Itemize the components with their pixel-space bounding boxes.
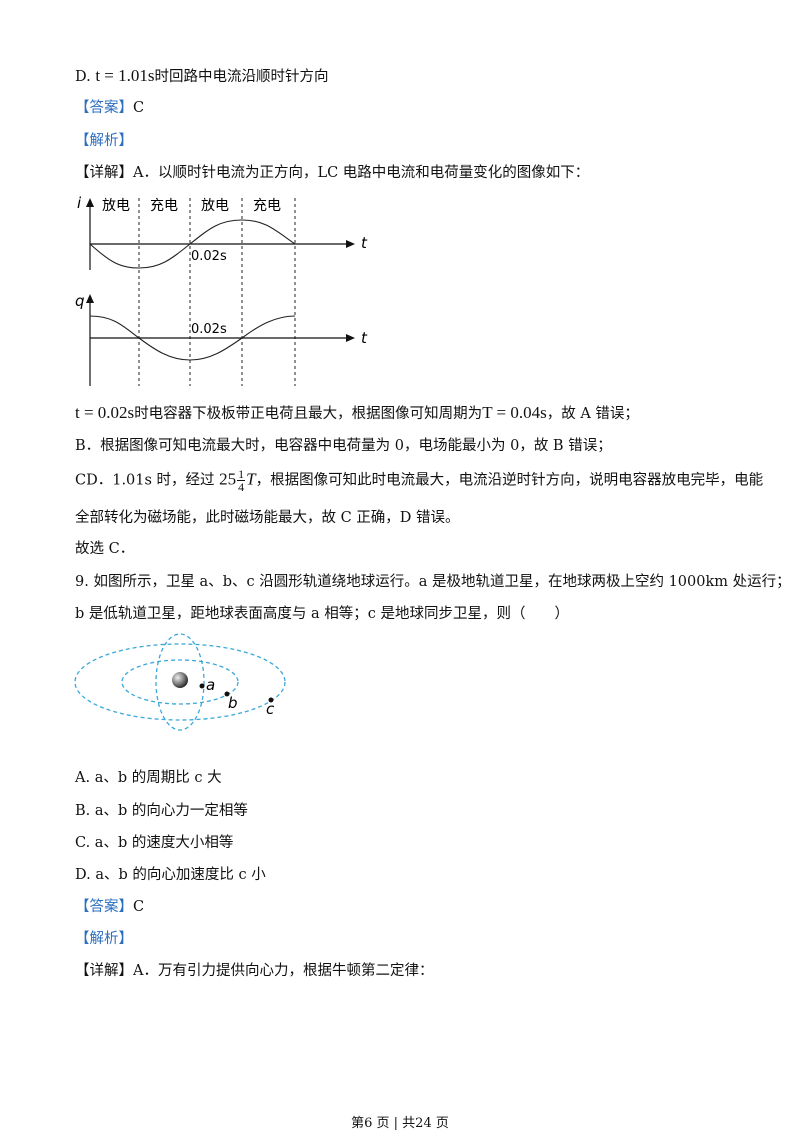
answer-line-1: 【答案】C <box>75 98 144 118</box>
orbit-a <box>155 633 205 731</box>
label-c: c <box>266 700 275 718</box>
lc-circuit-graph: 放电 充电 放电 充电 i t 0.02s q t 0.02s <box>75 194 368 386</box>
t-axis-q-arrow <box>346 334 355 342</box>
phase-label-charge-2: 充电 <box>253 198 281 214</box>
option-label: D. <box>75 69 91 85</box>
i-axis-label: i <box>77 194 82 212</box>
t002-line: t = 0.02s时电容器下极板带正电荷且最大，根据图像可知周期为T = 0.0… <box>75 403 639 424</box>
cd-line-2: 全部转化为磁场能，此时磁场能最大，故 C 正确，D 错误。 <box>75 510 460 526</box>
analysis-tag-2: 【解析】 <box>75 931 133 947</box>
option-text: 时回路中电流沿顺时针方向 <box>154 69 329 85</box>
i-axis-arrow <box>86 198 94 207</box>
answer-value: C <box>133 899 145 915</box>
question9-line2: b 是低轨道卫星，距地球表面高度与 a 相等；c 是地球同步卫星，则（ ） <box>75 606 569 622</box>
detail-tag: 【详解】 <box>75 963 133 979</box>
choose-line: 故选 C． <box>75 541 135 557</box>
phase-label-charge-1: 充电 <box>150 198 178 214</box>
option-d: D. a、b 的向心加速度比 c 小 <box>75 867 266 883</box>
answer-line-2: 【答案】C <box>75 897 144 917</box>
option-c: C. a、b 的速度大小相等 <box>75 835 234 851</box>
orbit-c <box>74 643 286 721</box>
page-footer: 第6 页 | 共24 页 <box>351 1116 449 1131</box>
current-curve <box>89 219 296 269</box>
numerator: 1 <box>237 467 246 481</box>
detail-text: A．万有引力提供向心力，根据牛顿第二定律： <box>133 963 434 979</box>
label-a: a <box>206 676 215 694</box>
period-symbol: T <box>246 469 256 489</box>
t-axis-i-arrow <box>346 240 355 248</box>
tick-label-q: 0.02s <box>191 322 227 337</box>
option-a: A. a、b 的周期比 c 大 <box>75 770 222 786</box>
text: ，根据图像可知此时电流最大，电流沿逆时针方向，说明电容器放电完毕，电能 <box>255 472 764 489</box>
detail-line-2: 【详解】A．万有引力提供向心力，根据牛顿第二定律： <box>75 961 433 981</box>
satellite-c <box>268 697 274 703</box>
q-axis-label: q <box>75 292 85 310</box>
label-b: b <box>228 694 238 712</box>
t-axis-i-label: t <box>361 234 368 252</box>
q-axis-arrow <box>86 294 94 303</box>
charge-curve <box>89 315 296 361</box>
phase-label-discharge-2: 放电 <box>201 198 229 214</box>
orbit-b <box>121 659 239 705</box>
text: CD．1.01s 时，经过 <box>75 472 215 489</box>
denominator: 4 <box>238 480 245 494</box>
text: 时电容器下极板带正电荷且最大，根据图像可知周期为 <box>134 406 483 422</box>
detail-text: A．以顺时针电流为正方向，LC 电路中电流和电荷量变化的图像如下： <box>133 165 590 181</box>
tick-label-i: 0.02s <box>191 249 227 264</box>
answer-tag: 【答案】 <box>75 100 133 116</box>
equation-t: t = 0.02s <box>75 403 135 422</box>
answer-tag: 【答案】 <box>75 899 133 915</box>
satellite-b <box>224 691 230 697</box>
mixed-int: 25 <box>219 469 237 489</box>
phase-label-discharge-1: 放电 <box>102 198 130 214</box>
phase-dividers <box>138 198 296 386</box>
text: ，故 A 错误； <box>546 406 639 422</box>
detail-line-1: 【详解】A．以顺时针电流为正方向，LC 电路中电流和电荷量变化的图像如下： <box>75 163 589 183</box>
satellite-a <box>199 683 205 689</box>
earth-icon <box>172 672 188 688</box>
answer-value: C <box>133 100 145 116</box>
option-d-line: D. t = 1.01s时回路中电流沿顺时针方向 <box>75 66 329 87</box>
orbit-diagram: a b c <box>74 633 286 731</box>
t-axis-q-label: t <box>361 329 368 347</box>
analysis-tag-1: 【解析】 <box>75 133 133 149</box>
detail-tag: 【详解】 <box>75 165 133 181</box>
option-b: B. a、b 的向心力一定相等 <box>75 803 248 819</box>
question9-line1: 9. 如图所示，卫星 a、b、c 沿圆形轨道绕地球运行。a 是极地轨道卫星，在地… <box>75 574 791 590</box>
equation: t = 1.01s <box>95 66 155 85</box>
b-line: B．根据图像可知电流最大时，电容器中电荷量为 0，电场能最小为 0，故 B 错误… <box>75 438 612 454</box>
equation-period: T = 0.04s <box>482 403 547 422</box>
